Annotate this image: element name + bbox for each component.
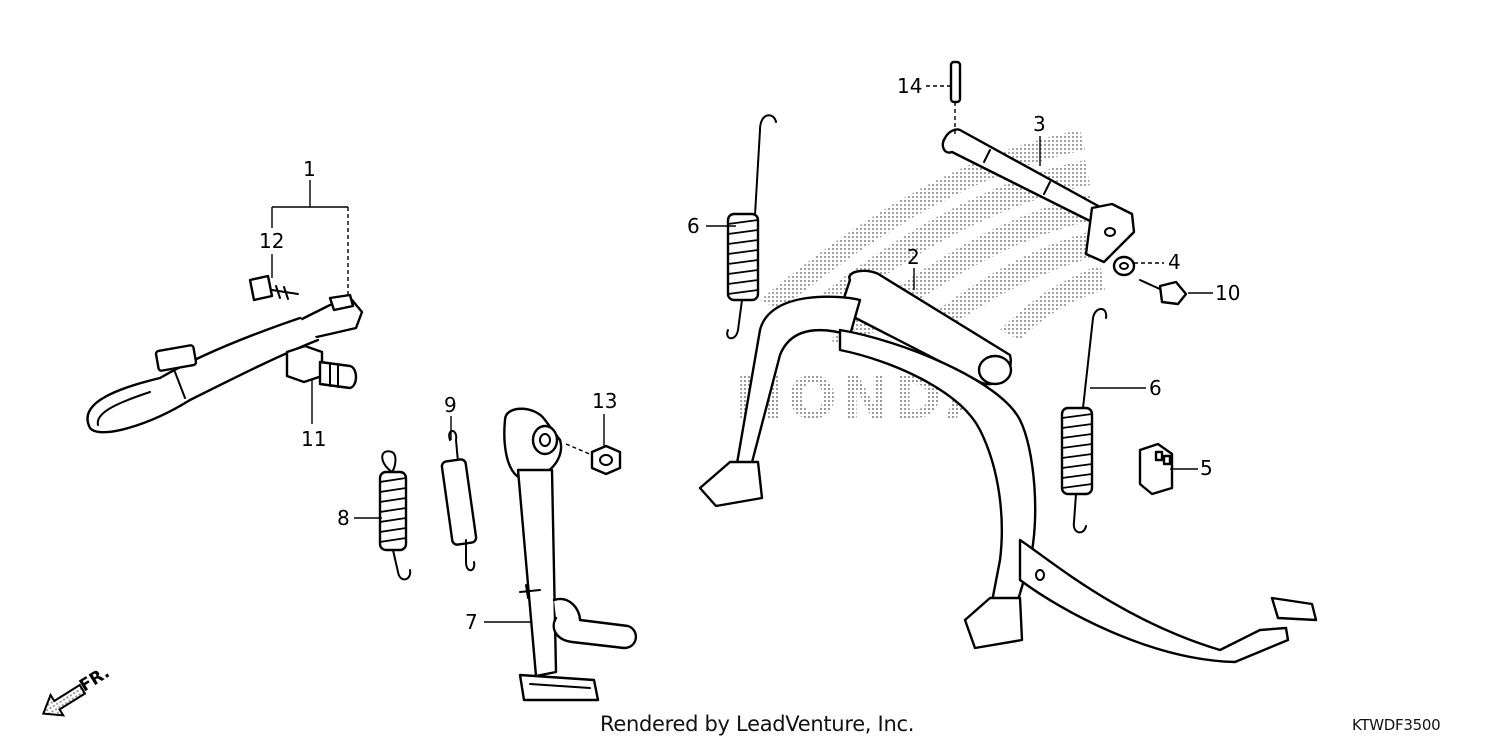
nut-13 <box>590 444 622 476</box>
spring-9 <box>440 430 478 572</box>
callout-5: 5 <box>1200 456 1213 480</box>
callouts: 1 2 3 4 5 6 6 7 8 9 10 11 12 13 14 <box>259 74 1240 634</box>
bolt-11 <box>285 344 358 390</box>
spring-6-left <box>726 114 777 340</box>
callout-1: 1 <box>303 157 316 181</box>
diagram-code: KTWDF3500 <box>1352 716 1441 734</box>
callout-8: 8 <box>337 506 350 530</box>
callout-12: 12 <box>259 229 284 253</box>
spring-6-right <box>1060 308 1108 534</box>
bolt-12 <box>248 274 299 302</box>
front-direction-arrow: FR. <box>41 663 113 717</box>
callout-10: 10 <box>1215 281 1240 305</box>
main-stand <box>698 269 1318 664</box>
callout-13: 13 <box>592 389 617 413</box>
callout-9: 9 <box>444 393 457 417</box>
side-stand-switch <box>86 293 364 434</box>
callout-6-left: 6 <box>687 214 700 238</box>
bolt-10 <box>1139 279 1188 306</box>
rubber-5 <box>1138 442 1174 496</box>
washer-4 <box>1112 255 1136 277</box>
callout-2: 2 <box>907 245 920 269</box>
callout-11: 11 <box>301 427 326 451</box>
callout-7: 7 <box>465 610 478 634</box>
pin-14 <box>949 60 962 104</box>
callout-3: 3 <box>1033 112 1046 136</box>
spring-8 <box>378 450 412 581</box>
callout-6-right: 6 <box>1149 376 1162 400</box>
side-stand <box>503 407 637 702</box>
shaft-3 <box>941 128 1136 264</box>
credit-text: Rendered by LeadVenture, Inc. <box>600 712 915 736</box>
callout-14: 14 <box>897 74 922 98</box>
callout-4: 4 <box>1168 250 1181 274</box>
leader-lines <box>271 85 1213 623</box>
